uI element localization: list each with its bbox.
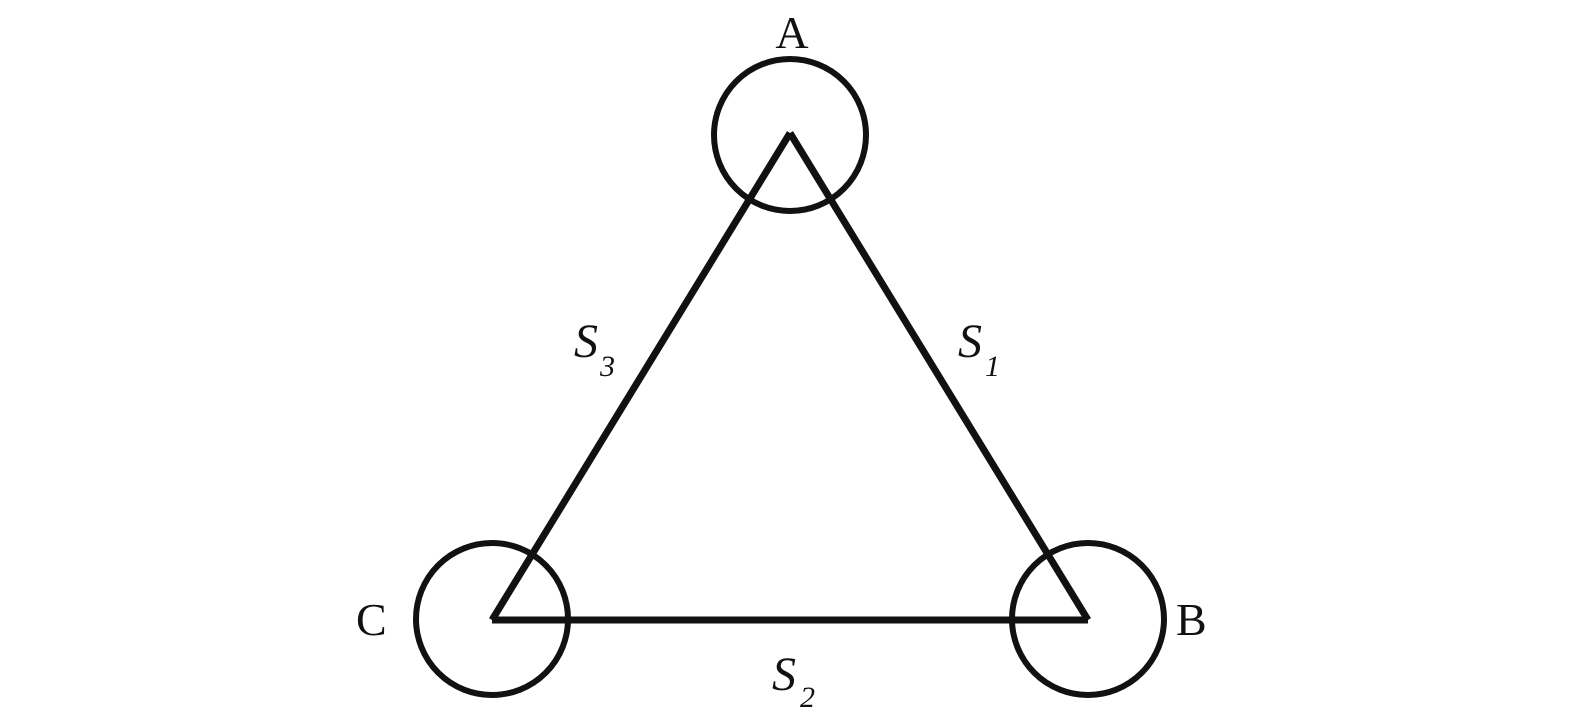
node-circle-c xyxy=(413,540,571,698)
side-label-s2-letter: S xyxy=(772,648,796,701)
vertex-label-a: A xyxy=(775,7,808,58)
side-label-s3-sub: 3 xyxy=(599,350,615,383)
side-label-s1-letter: S xyxy=(958,315,982,368)
side-label-s2: S 2 xyxy=(772,648,815,714)
side-label-s3: S 3 xyxy=(574,315,615,383)
edge-ab xyxy=(787,131,1091,622)
side-label-s3-letter: S xyxy=(574,315,598,368)
node-circle-b xyxy=(1009,540,1167,698)
vertex-label-b: B xyxy=(1176,594,1207,645)
vertex-label-c: C xyxy=(356,594,387,645)
edge-ca xyxy=(489,131,793,622)
side-label-s1-sub: 1 xyxy=(985,350,1000,383)
node-circle-a xyxy=(711,56,869,214)
side-label-s1: S 1 xyxy=(958,315,1000,383)
side-label-s2-sub: 2 xyxy=(800,681,815,714)
